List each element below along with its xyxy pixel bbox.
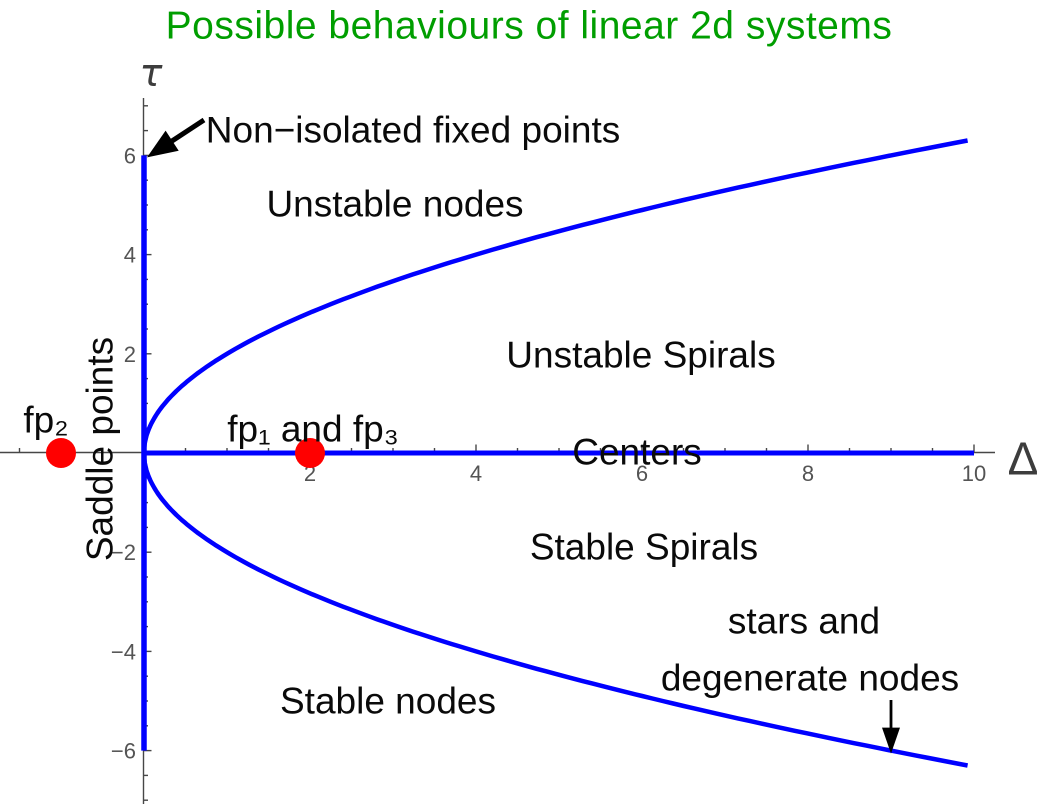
- stars-label-line1: stars and: [727, 600, 881, 642]
- x-tick-label: 6: [636, 461, 648, 486]
- non-isolated-arrow-tail: [170, 117, 206, 144]
- x-tick-label: 10: [962, 461, 986, 486]
- degenerate-nodes-arrow-head: [882, 727, 900, 754]
- stable-nodes-label: Stable nodes: [279, 680, 497, 722]
- non-isolated-arrow-head: [147, 130, 179, 158]
- saddle-points-label: Saddle points: [79, 336, 121, 562]
- y-tick-label: 2: [124, 342, 136, 367]
- stable-spirals-label: Stable Spirals: [529, 526, 759, 568]
- stars-label-line2: degenerate nodes: [660, 657, 960, 699]
- fixed-point-dot: [46, 438, 76, 468]
- y-tick-label: 4: [124, 243, 136, 268]
- fixed-point-dot: [295, 438, 325, 468]
- fp2-label: fp₂: [23, 399, 69, 441]
- parabola-branch: [141, 138, 969, 454]
- x-tick-label: 4: [470, 461, 482, 486]
- y-tick-label: −6: [111, 739, 136, 764]
- centers-label: Centers: [572, 431, 702, 473]
- parabola-branch: [141, 452, 969, 768]
- y-tick-label: 6: [124, 143, 136, 168]
- y-tick-label: −2: [111, 540, 136, 565]
- unstable-nodes-label: Unstable nodes: [266, 183, 524, 225]
- y-axis-label-tau: τ: [139, 51, 163, 96]
- fp1-fp3-label: fp₁ and fp₃: [227, 408, 399, 450]
- chart-title: Possible behaviours of linear 2d systems: [165, 4, 893, 48]
- non-isolated-label: Non−isolated fixed points: [205, 109, 621, 151]
- x-tick-label: 8: [802, 461, 814, 486]
- x-axis-label-delta: Δ: [1007, 432, 1039, 485]
- unstable-spirals-label: Unstable Spirals: [506, 334, 776, 376]
- y-tick-label: −4: [111, 639, 136, 664]
